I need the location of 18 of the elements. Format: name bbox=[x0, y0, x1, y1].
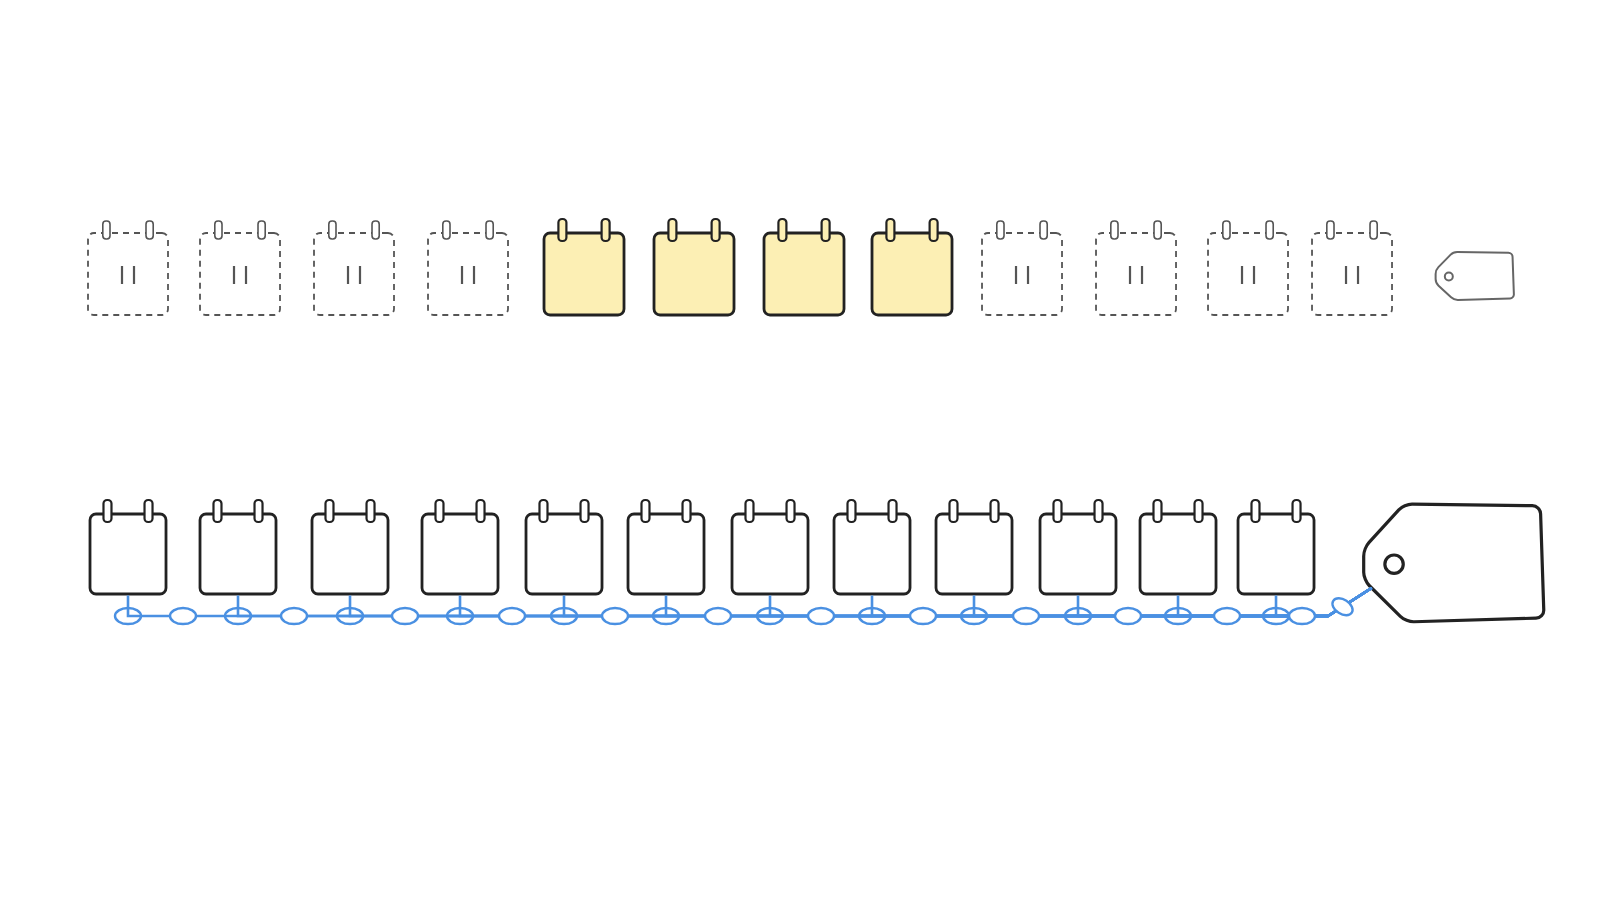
calendar bbox=[198, 498, 278, 596]
calendar bbox=[626, 498, 706, 596]
calendar bbox=[1138, 498, 1218, 596]
calendar bbox=[730, 498, 810, 596]
calendar bbox=[762, 217, 846, 317]
tag bbox=[1434, 251, 1515, 301]
calendar bbox=[870, 217, 954, 317]
calendar bbox=[1236, 498, 1316, 596]
calendar bbox=[934, 498, 1014, 596]
calendar bbox=[310, 498, 390, 596]
calendar bbox=[88, 498, 168, 596]
calendar bbox=[420, 498, 500, 596]
calendar bbox=[832, 498, 912, 596]
calendar bbox=[652, 217, 736, 317]
calendar bbox=[1038, 498, 1118, 596]
calendar bbox=[542, 217, 626, 317]
calendar bbox=[524, 498, 604, 596]
tag bbox=[1362, 502, 1546, 624]
